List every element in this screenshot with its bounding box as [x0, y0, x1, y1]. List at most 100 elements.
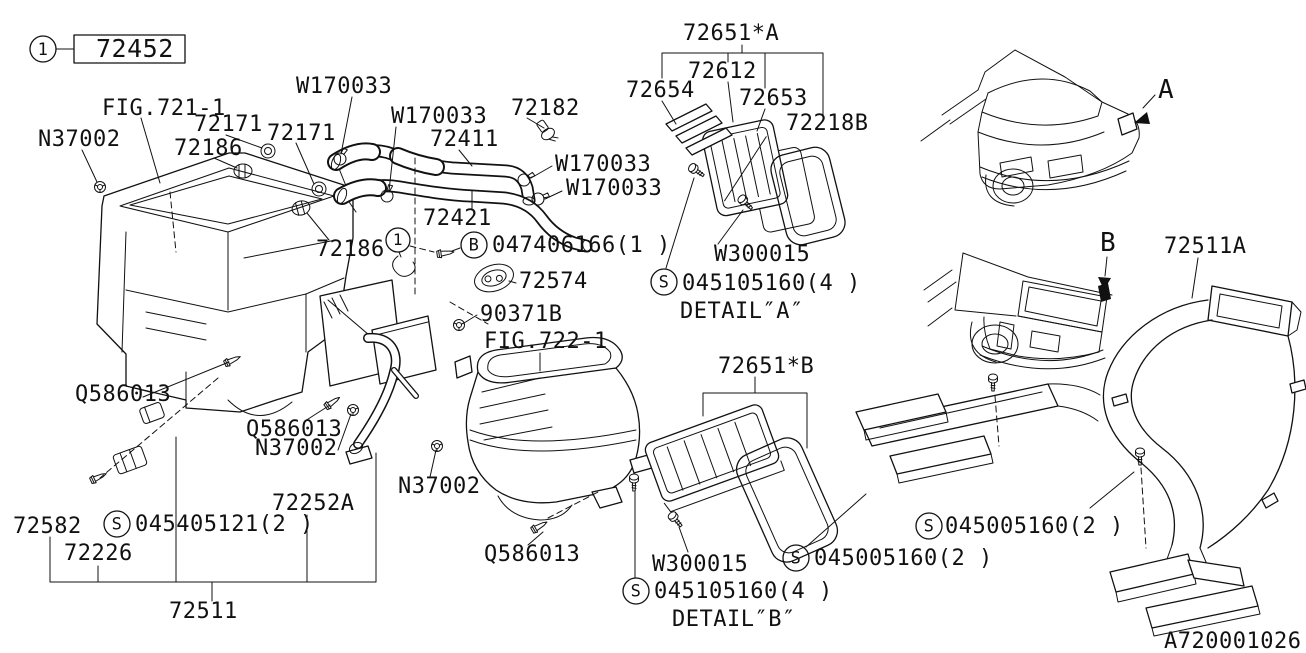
part-72421-text: 72421 — [423, 206, 492, 231]
part-72582-text: 72582 — [13, 514, 82, 539]
part-w170033-2-text: W170033 — [391, 104, 487, 129]
part-72612-text: 72612 — [688, 59, 757, 84]
part-n37002-3: N37002 — [398, 474, 480, 499]
fastener-045005160-2-circle-letter: S — [924, 516, 935, 536]
callout-1-heater-hose: 1 — [385, 227, 411, 253]
detail-b-caption-text: DETAIL″B″ — [672, 607, 796, 632]
duct-foot-drawing — [1109, 553, 1261, 637]
duct-72511a-drawing — [1102, 285, 1306, 563]
callout-1-number: 1 — [38, 40, 49, 60]
part-72218b-text: 72218B — [786, 111, 868, 136]
bracket-72651b — [702, 376, 808, 449]
vent-location-a — [1117, 112, 1138, 136]
car-sedan-rear-view — [920, 49, 1156, 207]
part-72226: 72226 — [64, 541, 132, 566]
part-72182: 72182 — [511, 96, 580, 121]
fig-ref-722-1: FIG.722-1 — [484, 329, 608, 354]
part-72182-text: 72182 — [511, 96, 580, 121]
water-valve-72182 — [536, 119, 559, 142]
fastener-047406166-circle — [460, 231, 488, 259]
diagram-number: A720001026 — [1164, 629, 1301, 653]
part-72171-2: 72171 — [267, 121, 336, 146]
part-90371b: 90371B — [480, 302, 562, 327]
vent-location-b — [1098, 283, 1111, 302]
part-72582: 72582 — [13, 514, 82, 539]
mode-actuator-drawing — [319, 279, 437, 465]
fastener-045005160-1-circle — [782, 544, 810, 572]
arrow-a-line — [1142, 94, 1156, 109]
part-72511-text: 72511 — [169, 599, 238, 624]
grommet-72574 — [474, 263, 514, 293]
part-w170033-4-text: W170033 — [566, 176, 662, 201]
fastener-047406166-circle-letter: B — [469, 235, 480, 255]
detail-a-caption: DETAIL″A″ — [680, 299, 803, 324]
part-n37002-2-text: N37002 — [255, 436, 337, 461]
part-90371b-text: 90371B — [480, 302, 562, 327]
fastener-045005160-1-circle-letter: S — [791, 548, 802, 568]
fastener-045105160-a-circle — [650, 268, 678, 296]
fastener-045005160-2-text: 045005160(2 ) — [945, 514, 1124, 539]
diagram-number-text: A720001026 — [1164, 629, 1301, 653]
part-q586013-1-text: Q586013 — [75, 382, 171, 407]
part-w170033-4: W170033 — [566, 176, 662, 201]
fastener-045005160-2-circle — [915, 512, 943, 540]
vent-grille-a-drawing — [665, 103, 846, 246]
part-w170033-3: W170033 — [555, 152, 651, 177]
view-marker-a: A — [1158, 75, 1174, 105]
part-72574-text: 72574 — [519, 269, 588, 294]
rear-center-duct-drawing — [855, 373, 1101, 484]
fig-ref-721-1: FIG.721-1 — [102, 96, 225, 121]
part-w170033-1: W170033 — [296, 74, 392, 99]
part-72574: 72574 — [519, 269, 588, 294]
part-72651-a-text: 72651*A — [683, 21, 779, 46]
blower-unit-drawing — [454, 336, 653, 521]
part-72218b: 72218B — [786, 111, 868, 136]
detail-b-caption: DETAIL″B″ — [672, 607, 796, 632]
part-n37002-3-text: N37002 — [398, 474, 480, 499]
part-72171-1-text: 72171 — [194, 112, 263, 137]
heater-hoses-drawing — [327, 119, 593, 293]
part-72411: 72411 — [430, 127, 498, 152]
part-72511a: 72511A — [1164, 234, 1246, 259]
part-72171-2-text: 72171 — [267, 121, 336, 146]
arrow-a-head — [1134, 112, 1150, 124]
fastener-045105160-a: S 045105160(4 ) — [650, 268, 861, 296]
part-72511: 72511 — [169, 599, 238, 624]
part-n37002-1-text: N37002 — [38, 127, 120, 152]
arrow-b-head — [1098, 277, 1111, 290]
ref-box: 1 72452 — [29, 34, 186, 64]
arrow-b-line — [1104, 256, 1108, 277]
part-w300015-1-text: W300015 — [714, 242, 810, 267]
fastener-045105160-a-text: 045105160(4 ) — [682, 271, 861, 296]
fastener-045105160-a-circle-letter: S — [659, 272, 670, 292]
part-w170033-2: W170033 — [391, 104, 487, 129]
part-72654-text: 72654 — [626, 78, 695, 103]
car-wagon-rear-view — [923, 252, 1113, 370]
part-72651-b: 72651*B — [718, 354, 814, 379]
part-72651-a: 72651*A — [683, 21, 779, 46]
vent-grille-b-drawing — [629, 404, 839, 563]
fastener-045105160-b-circle — [622, 577, 650, 605]
leader-lines — [81, 96, 1199, 579]
bracket-72511 — [49, 436, 377, 602]
view-marker-b-text: B — [1100, 228, 1116, 258]
part-72511a-text: 72511A — [1164, 234, 1246, 259]
part-72186-1: 72186 — [174, 136, 242, 161]
bracket-lines — [49, 44, 824, 602]
part-w170033-3-text: W170033 — [555, 152, 651, 177]
part-72654: 72654 — [626, 78, 695, 103]
part-72171-1: 72171 — [194, 112, 263, 137]
labels-layer: FIG.721-1N37002721717218672171W170033W17… — [13, 21, 1301, 653]
fastener-045005160-2: S 045005160(2 ) — [915, 512, 1124, 540]
part-72186-2: 72186 — [316, 237, 384, 262]
part-72653: 72653 — [739, 86, 808, 111]
part-72252a-text: 72252A — [272, 491, 354, 516]
ref-box-frame — [73, 34, 186, 64]
part-72653-text: 72653 — [739, 86, 808, 111]
fig-ref-722-1-text: FIG.722-1 — [484, 329, 608, 354]
view-marker-a-text: A — [1158, 75, 1174, 105]
